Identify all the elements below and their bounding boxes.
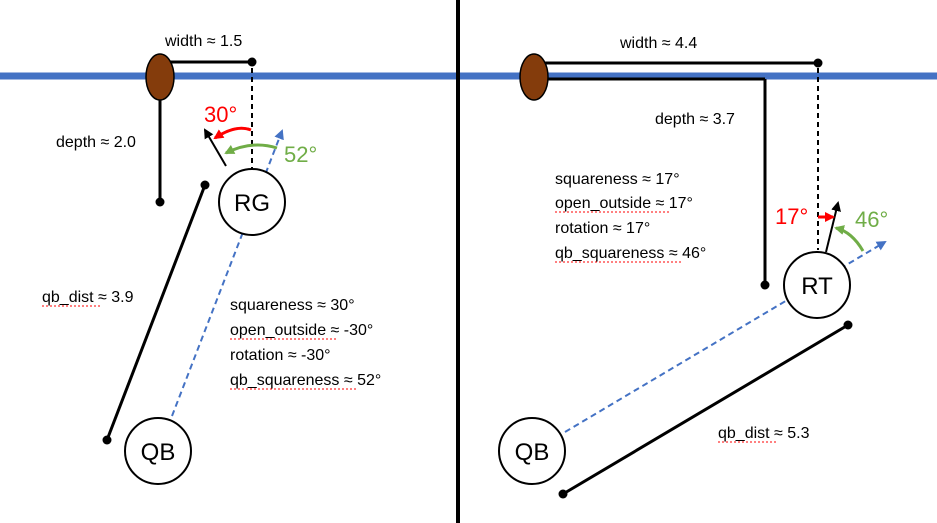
right-qb-dist-start bbox=[843, 320, 853, 330]
right-depth-endpoint bbox=[760, 280, 770, 290]
right-qb-label: QB bbox=[515, 439, 550, 466]
left-qb-dist-label: qb_dist ≈ 3.9 bbox=[42, 289, 134, 306]
left-green-angle-label: 52° bbox=[284, 142, 317, 167]
right-facing-arrow bbox=[825, 201, 841, 253]
left-qb-dist-start bbox=[200, 180, 210, 190]
right-green-angle-label: 46° bbox=[855, 207, 888, 232]
right-player-label: RT bbox=[801, 273, 833, 300]
football-icon bbox=[145, 53, 175, 101]
left-width-label: width ≈ 1.5 bbox=[164, 33, 242, 50]
right-width-label: width ≈ 4.4 bbox=[619, 35, 697, 52]
left-qb-dist-line bbox=[105, 184, 207, 441]
right-metric-rotation: rotation ≈ 17° bbox=[555, 220, 650, 237]
right-qb-node bbox=[498, 417, 566, 485]
left-panel: width ≈ 1.5 depth ≈ 2.0 qb_dist ≈ 3.9 30… bbox=[42, 33, 381, 485]
left-metric-qb-squareness: qb_squareness ≈ 52° bbox=[230, 372, 381, 389]
left-green-angle-arc bbox=[224, 143, 278, 155]
left-qb-label: QB bbox=[141, 439, 176, 466]
right-green-angle-arc bbox=[834, 225, 865, 252]
left-width-endpoint bbox=[247, 57, 257, 67]
left-red-angle-label: 30° bbox=[204, 102, 237, 127]
right-red-angle-label: 17° bbox=[775, 204, 808, 229]
right-qb-dist-label: qb_dist ≈ 5.3 bbox=[718, 425, 810, 442]
right-player-node bbox=[783, 251, 851, 319]
left-qb-node bbox=[124, 417, 192, 485]
right-metric-qb-squareness: qb_squareness ≈ 46° bbox=[555, 245, 706, 262]
left-qb-dist-end bbox=[102, 435, 112, 445]
left-metric-squareness: squareness ≈ 30° bbox=[230, 297, 355, 314]
left-depth-endpoint bbox=[155, 197, 165, 207]
right-metric-open-outside: open_outside ≈ 17° bbox=[555, 195, 693, 212]
left-facing-arrow bbox=[203, 128, 227, 167]
right-width-endpoint bbox=[813, 58, 823, 68]
left-metric-rotation: rotation ≈ -30° bbox=[230, 347, 331, 364]
left-red-angle-arc bbox=[213, 126, 252, 140]
right-qb-dist-line bbox=[562, 323, 849, 496]
left-depth-label: depth ≈ 2.0 bbox=[56, 134, 136, 151]
left-metric-open-outside: open_outside ≈ -30° bbox=[230, 322, 373, 339]
left-player-label: RG bbox=[234, 190, 270, 217]
right-panel: width ≈ 4.4 depth ≈ 3.7 squareness ≈ 17°… bbox=[498, 35, 888, 499]
right-qb-dist-end bbox=[558, 489, 568, 499]
right-metric-squareness: squareness ≈ 17° bbox=[555, 171, 680, 188]
football-icon bbox=[519, 53, 549, 101]
right-depth-label: depth ≈ 3.7 bbox=[655, 111, 735, 128]
left-player-node bbox=[218, 168, 286, 236]
